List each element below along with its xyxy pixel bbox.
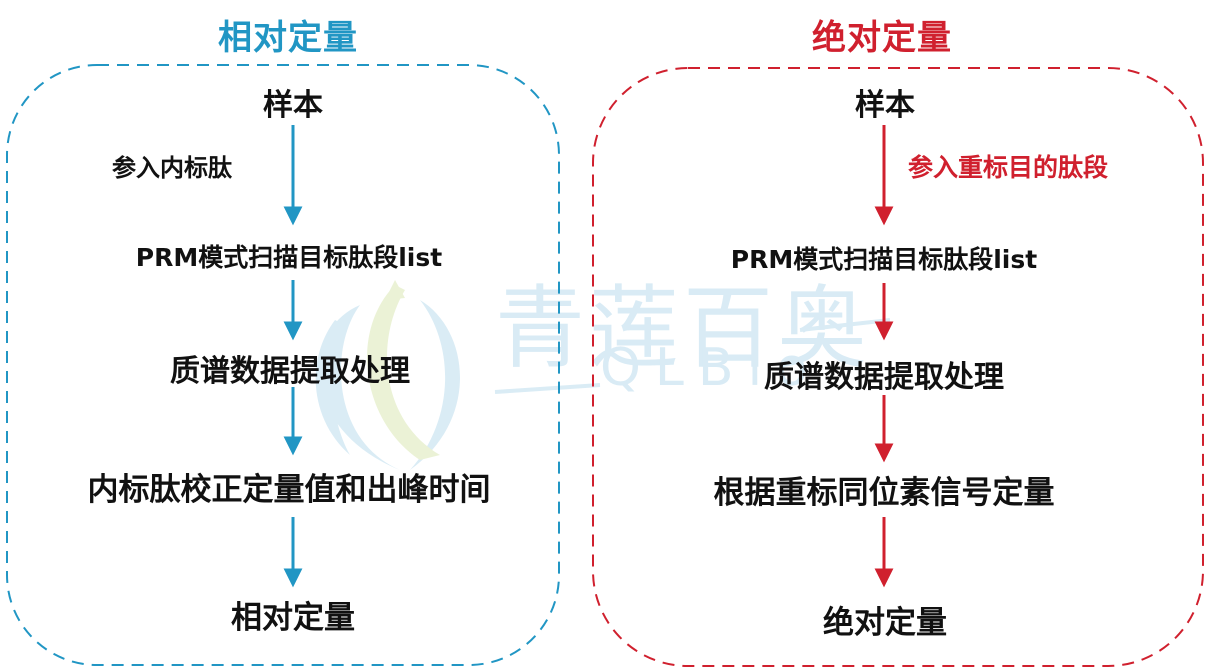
relative-step-result: 相对定量	[231, 600, 355, 636]
absolute-spike-label: 参入重标目的肽段	[908, 153, 1109, 182]
absolute-step-prm-scan: PRM模式扫描目标肽段list	[730, 245, 1038, 274]
relative-step-prm-scan: PRM模式扫描目标肽段list	[135, 243, 443, 272]
relative-step-sample: 样本	[263, 88, 323, 123]
relative-spike-label: 参入内标肽	[112, 154, 232, 182]
absolute-step-heavy-isotope: 根据重标同位素信号定量	[713, 475, 1055, 511]
absolute-panel-border	[592, 67, 1204, 667]
relative-step-internal-correction: 内标肽校正定量值和出峰时间	[87, 472, 491, 508]
relative-panel-title: 相对定量	[218, 18, 358, 58]
absolute-step-ms-processing: 质谱数据提取处理	[764, 360, 1004, 395]
absolute-panel-title: 绝对定量	[812, 18, 952, 58]
absolute-step-sample: 样本	[855, 88, 915, 123]
absolute-step-result: 绝对定量	[823, 605, 947, 641]
relative-panel-border	[6, 64, 560, 666]
relative-step-ms-processing: 质谱数据提取处理	[170, 354, 410, 389]
